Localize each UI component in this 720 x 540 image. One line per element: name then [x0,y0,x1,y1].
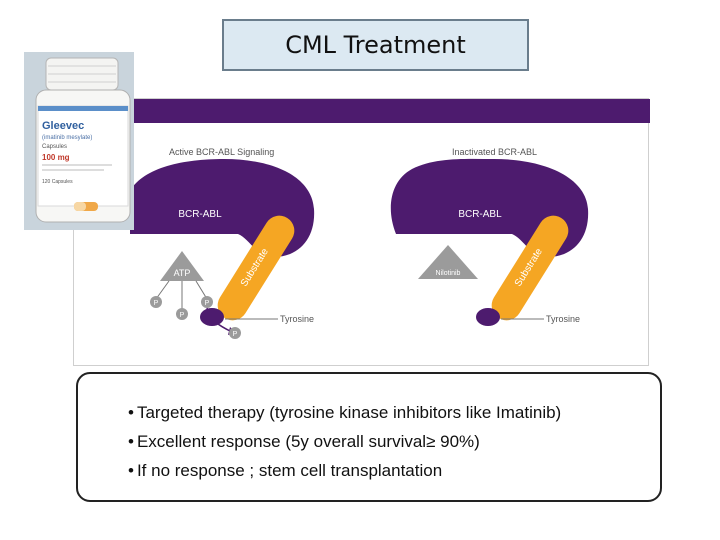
phosphorylation-arrow [206,307,231,332]
bullet-targeted-therapy: Targeted therapy (tyrosine kinase inhibi… [128,398,660,427]
phosphate-1 [150,296,162,308]
left-tyrosine-label: Tyrosine [280,314,314,324]
inhibitor-label: Nilotinib [436,270,461,277]
right-tyrosine-site [476,308,500,326]
bottle-generic: (imatinib mesylate) [42,135,92,141]
svg-text:P: P [154,300,159,307]
atp-triangle [160,251,204,281]
atp-label: ATP [174,268,191,278]
nilotinib-inhibitor [418,245,478,279]
bottle-form: Capsules [42,144,67,150]
diagram-top-band [74,99,650,123]
svg-text:P: P [233,331,238,338]
bullet-stem-cell: If no response ; stem cell transplantati… [128,456,660,485]
phosphate-transferred [229,327,241,339]
bullet-excellent-response: Excellent response (5y overall survival≥… [128,427,660,456]
phosphate-2 [176,308,188,320]
right-kinase-label: BCR-ABL [458,209,502,220]
bottle-label [37,105,129,207]
bullet-box: Targeted therapy (tyrosine kinase inhibi… [76,372,662,502]
svg-text:P: P [205,300,210,307]
phosphate-3 [201,296,213,308]
right-tyrosine-label: Tyrosine [546,314,580,324]
svg-text:P: P [180,312,185,319]
mechanism-diagram: Active BCR-ABL Signaling BCR-ABL Substra… [73,98,650,366]
bottle-dose: 100 mg [42,153,70,162]
right-panel-heading: Inactivated BCR-ABL [452,147,537,157]
slide-title-box: CML Treatment [222,19,529,71]
left-panel-heading: Active BCR-ABL Signaling [169,147,274,157]
gleevec-bottle-photo: Gleevec (imatinib mesylate) Capsules 100… [24,52,134,230]
bottle-count: 120 Capsules [42,179,73,185]
bullet-list: Targeted therapy (tyrosine kinase inhibi… [78,374,660,485]
bottle-brand: Gleevec [42,120,84,132]
left-kinase-label: BCR-ABL [178,209,222,220]
slide-title: CML Treatment [285,31,466,59]
